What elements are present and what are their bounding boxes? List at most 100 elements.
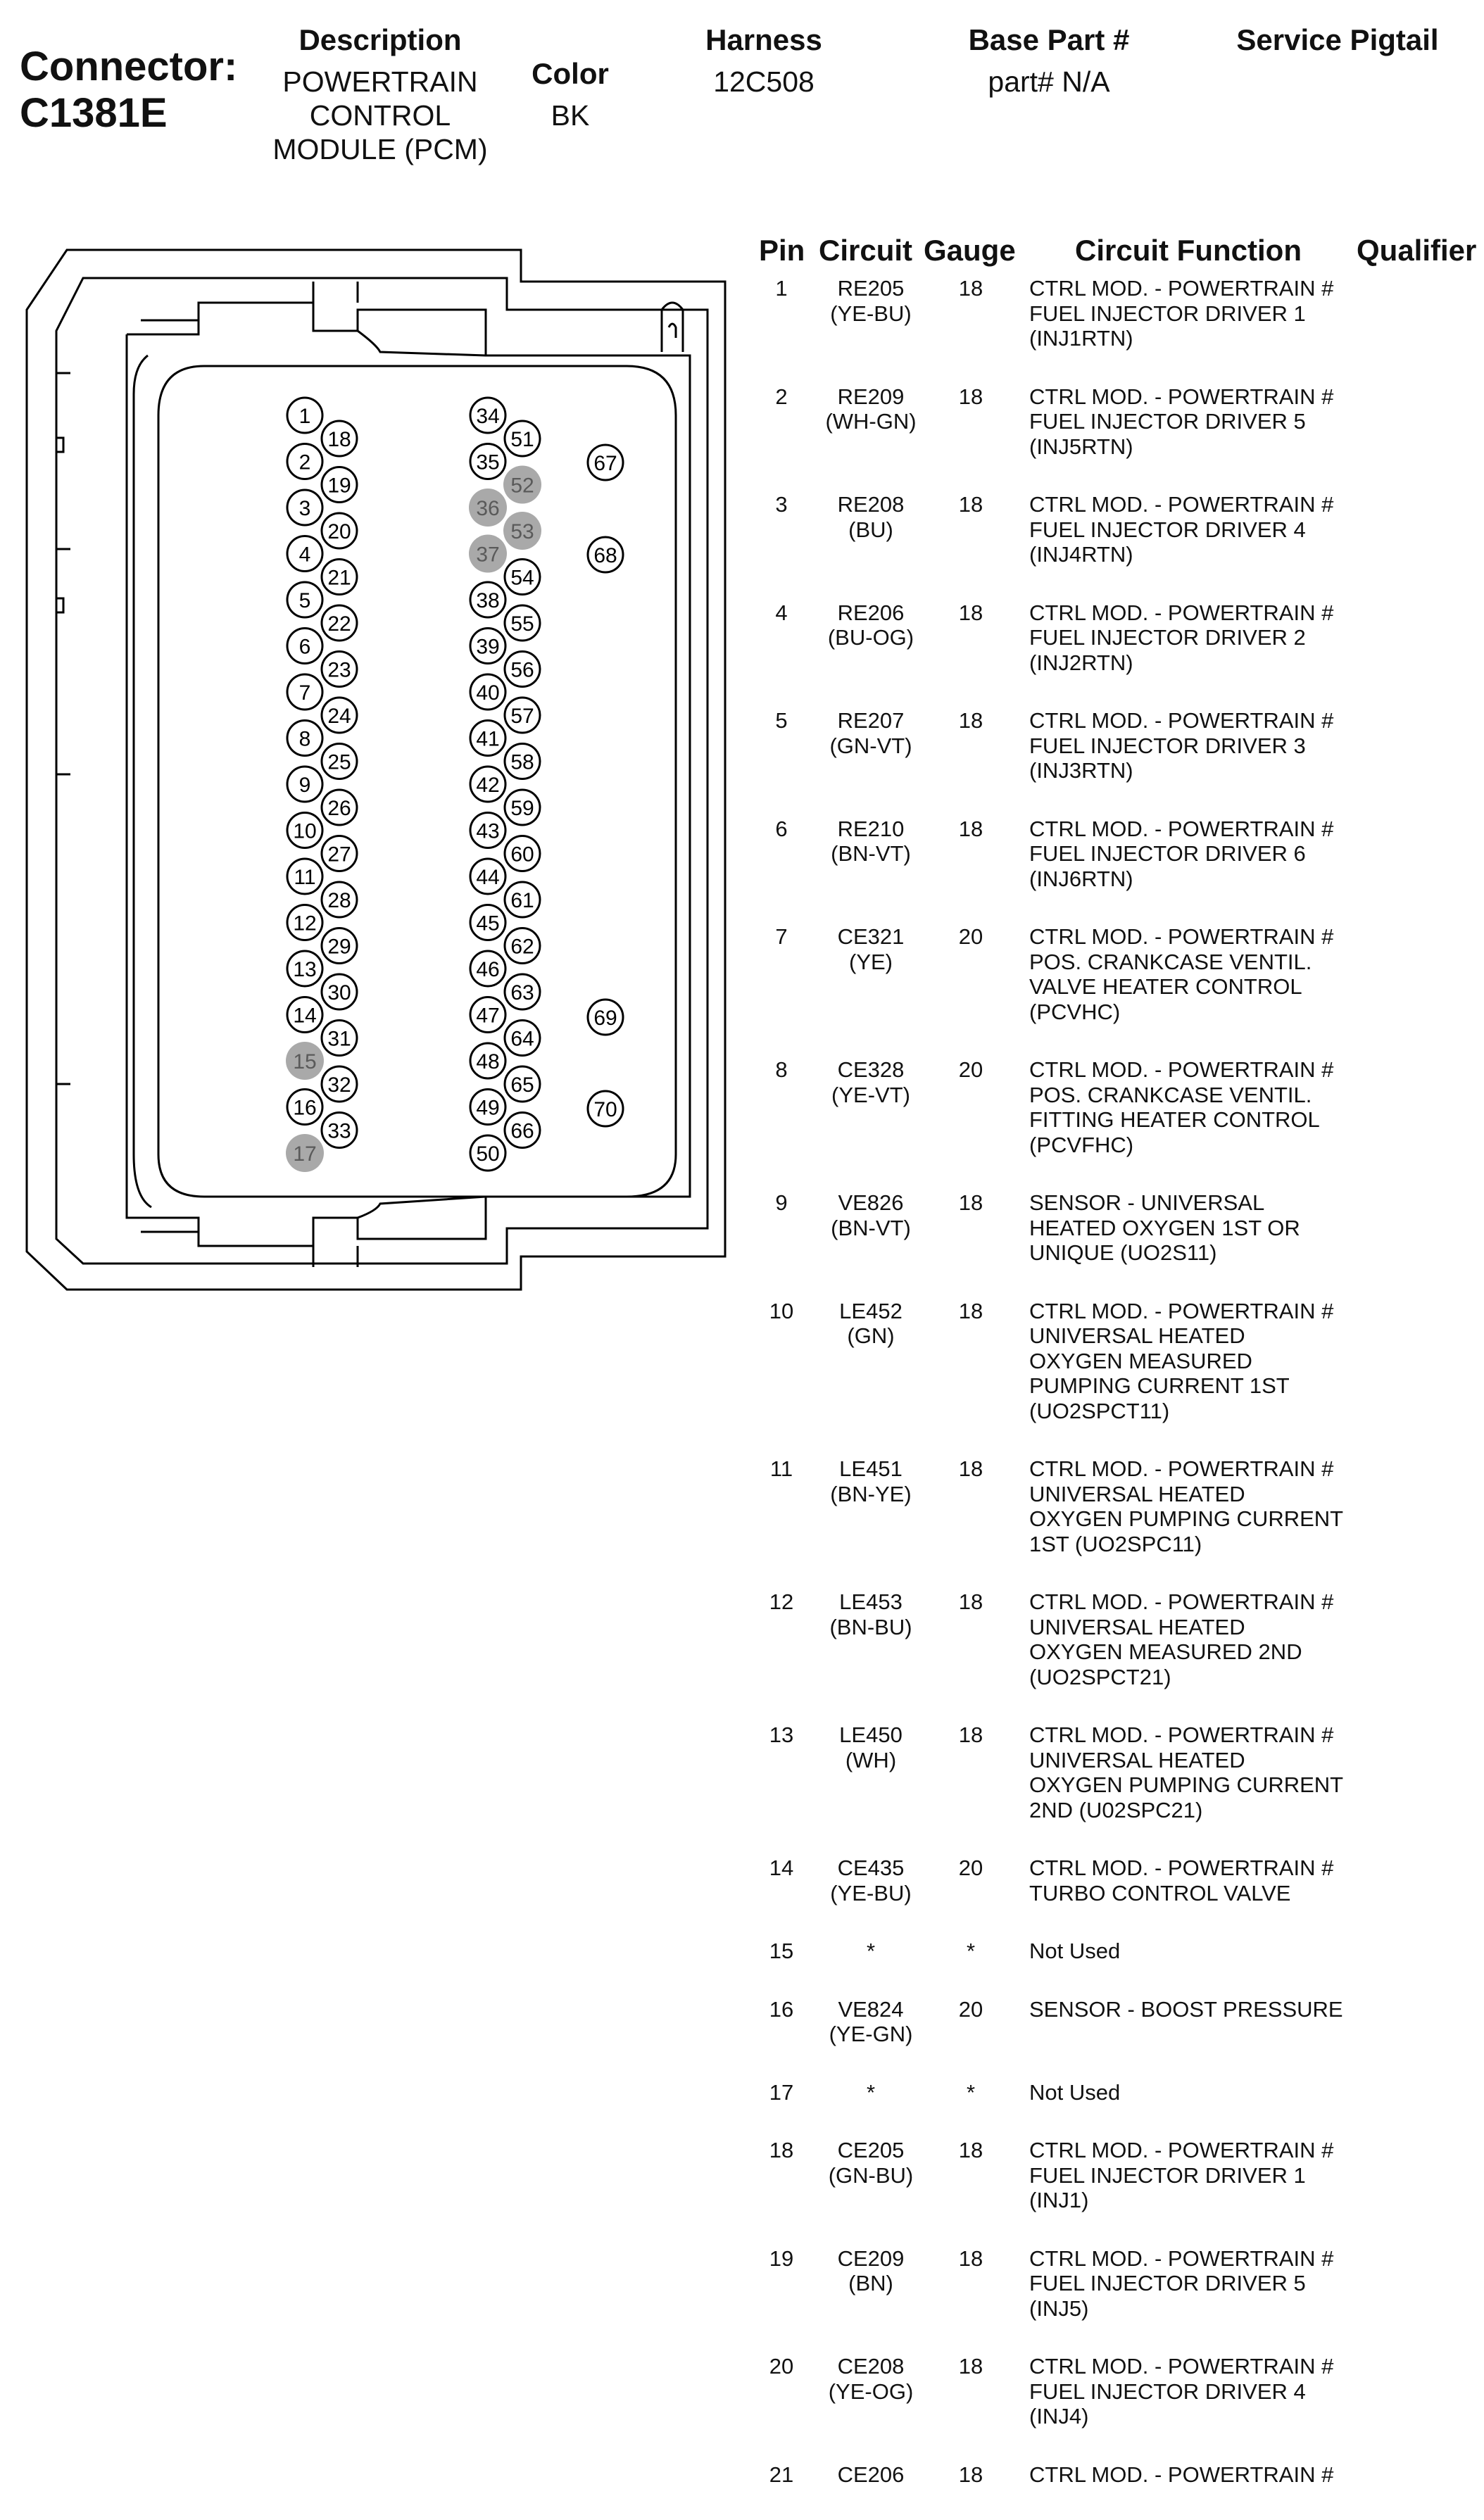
pin-34: 34	[469, 396, 507, 434]
pin-21: 21	[320, 558, 358, 596]
pin-label: 42	[476, 774, 499, 797]
pin-circle	[320, 881, 358, 919]
circuit-function: SENSOR - UNIVERSAL HEATED OXYGEN 1ST OR …	[1029, 1190, 1300, 1265]
pin-label: 30	[327, 981, 351, 1004]
base-part-value: part# N/A	[988, 65, 1110, 98]
pin-circle	[286, 1088, 324, 1126]
pin-label: 27	[327, 843, 351, 867]
pin-number: 13	[769, 1722, 794, 1747]
pin-label: 26	[327, 797, 351, 820]
pin-label: 48	[476, 1050, 499, 1073]
pin-label: 59	[510, 797, 534, 820]
pin-label: 31	[327, 1028, 351, 1051]
pin-35: 35	[469, 443, 507, 480]
connector-title: Connector: C1381E	[20, 44, 237, 137]
col-header-qualifier: Qualifier	[1357, 234, 1477, 267]
circuit-function: CTRL MOD. - POWERTRAIN # UNIVERSAL HEATE…	[1029, 1298, 1334, 1423]
pin-number: 21	[769, 2462, 794, 2487]
pin-circle	[320, 420, 358, 458]
circuit-id: CE205 (GN-BU)	[828, 2138, 914, 2188]
pin-16: 16	[286, 1088, 324, 1126]
pin-42: 42	[469, 765, 507, 803]
pin-label: 37	[476, 543, 499, 567]
pin-circle	[503, 881, 541, 919]
wire-gauge: 18	[958, 2462, 983, 2487]
circuit-id: CE206	[837, 2462, 905, 2487]
pin-number: 9	[775, 1190, 788, 1215]
pin-circle	[469, 904, 507, 941]
wire-gauge: 20	[958, 1996, 983, 2022]
pin-4: 4	[286, 535, 324, 572]
pin-label: 70	[593, 1098, 617, 1121]
circuit-id: CE435 (YE-BU)	[830, 1856, 912, 1905]
pin-circle	[286, 950, 324, 988]
pin-circle	[286, 396, 324, 434]
wire-gauge: 20	[958, 1856, 983, 1880]
base-part-label: Base Part #	[968, 23, 1130, 56]
pin-circle-unused	[286, 1042, 324, 1080]
pin-69: 69	[586, 998, 624, 1036]
circuit-id: RE208 (BU)	[837, 492, 905, 542]
circuit-function: CTRL MOD. - POWERTRAIN # POS. CRANKCASE …	[1029, 1057, 1334, 1157]
pin-circle	[286, 627, 324, 664]
wire-gauge: 18	[958, 708, 983, 733]
col-header-pin: Pin	[759, 234, 805, 267]
pin-63: 63	[503, 973, 541, 1011]
pin-circle	[320, 604, 358, 642]
pin-circle	[469, 857, 507, 895]
pin-number: 19	[769, 2245, 794, 2271]
circuit-function: CTRL MOD. - POWERTRAIN # UNIVERSAL HEATE…	[1029, 1456, 1344, 1556]
pin-circle	[320, 650, 358, 688]
pin-circle	[320, 788, 358, 826]
pin-2: 2	[286, 443, 324, 480]
pin-number: 3	[775, 492, 788, 517]
pin-label: 5	[299, 589, 311, 612]
pin-61: 61	[503, 881, 541, 919]
wire-gauge: 18	[958, 2138, 983, 2162]
pin-label: 63	[510, 981, 534, 1004]
pin-67: 67	[586, 443, 624, 481]
pin-23: 23	[320, 650, 358, 688]
pin-label: 57	[510, 705, 534, 728]
wire-gauge: 18	[958, 492, 983, 517]
pin-number: 1	[775, 276, 788, 301]
pin-circle	[286, 904, 324, 941]
pin-grid: 1234567891011121314151617181920212223242…	[286, 396, 624, 1172]
pin-22: 22	[320, 604, 358, 642]
pin-circle	[469, 950, 507, 988]
pin-circle-unused	[469, 534, 507, 573]
pin-circle	[320, 835, 358, 872]
wire-gauge: 20	[958, 924, 983, 949]
circuit-id: LE453 (BN-BU)	[829, 1589, 912, 1639]
circuit-id: *	[866, 1939, 876, 1963]
pin-circle	[469, 719, 507, 757]
pin-circle-unused	[286, 1134, 324, 1172]
pin-57: 57	[503, 696, 541, 734]
pin-label: 64	[510, 1028, 534, 1051]
pin-label: 46	[476, 958, 499, 981]
col-header-gauge: Gauge	[924, 234, 1016, 267]
circuit-id: VE826 (BN-VT)	[831, 1190, 911, 1240]
pin-circle-unused	[469, 489, 507, 527]
pin-label: 22	[327, 612, 351, 636]
circuit-function: CTRL MOD. - POWERTRAIN # TURBO CONTROL V…	[1029, 1856, 1334, 1905]
pin-label: 54	[510, 567, 534, 590]
pin-label: 2	[299, 451, 311, 474]
pin-circle-unused	[503, 512, 541, 550]
pin-label: 40	[476, 681, 499, 705]
pin-circle	[320, 466, 358, 503]
pin-label: 58	[510, 751, 534, 774]
pin-60: 60	[503, 835, 541, 872]
pin-circle	[320, 512, 358, 550]
pin-circle	[503, 973, 541, 1011]
pin-number: 16	[769, 1996, 794, 2022]
pin-circle	[503, 696, 541, 734]
pin-label: 13	[293, 958, 316, 981]
pin-18: 18	[320, 420, 358, 458]
